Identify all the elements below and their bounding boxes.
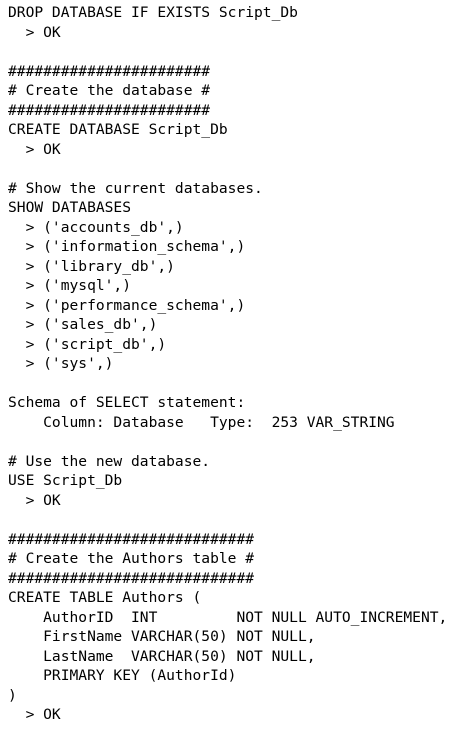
console-line: # Create the Authors table # xyxy=(8,550,255,567)
console-line: PRIMARY KEY (AuthorId) xyxy=(8,667,237,684)
console-line: CREATE TABLE Authors ( xyxy=(8,589,202,606)
console-line: > ('library_db',) xyxy=(8,257,175,275)
console-line: > ('accounts_db',) xyxy=(8,218,184,236)
console-line: ####################### xyxy=(8,62,211,80)
console-line: # Create the database # xyxy=(8,82,211,99)
console-line: > ('script_db',) xyxy=(8,335,167,353)
console-line: ####################### xyxy=(8,101,211,119)
console-line: ) xyxy=(8,686,17,704)
console-line xyxy=(8,510,476,530)
console-line: DROP DATABASE IF EXISTS Script_Db xyxy=(8,4,298,21)
console-line: LastName VARCHAR(50) NOT NULL, xyxy=(8,647,316,665)
console-line: > OK xyxy=(8,23,61,41)
console-line xyxy=(8,159,476,179)
console-line: AuthorID INT NOT NULL AUTO_INCREMENT, xyxy=(8,608,448,626)
console-line: # Use the new database. xyxy=(8,452,211,470)
console-line xyxy=(8,42,476,62)
console-line: ############################ xyxy=(8,569,255,587)
console-line: Schema of SELECT statement: xyxy=(8,394,246,411)
console-line: SHOW DATABASES xyxy=(8,199,132,216)
console-line: USE Script_Db xyxy=(8,472,123,489)
console-line: > OK xyxy=(8,491,61,509)
console-line: Column: Database Type: 253 VAR_STRING xyxy=(8,413,395,431)
console-line: > ('performance_schema',) xyxy=(8,296,246,314)
console-line: > ('sales_db',) xyxy=(8,316,158,333)
console-line: > ('sys',) xyxy=(8,355,114,372)
console-line xyxy=(8,432,476,452)
console-line: > OK xyxy=(8,140,61,158)
console-line: # Show the current databases. xyxy=(8,179,263,197)
console-line: > ('information_schema',) xyxy=(8,238,246,255)
console-line: > ('mysql',) xyxy=(8,277,132,294)
console-line: FirstName VARCHAR(50) NOT NULL, xyxy=(8,628,316,645)
console-line: > OK xyxy=(8,706,61,723)
console-line xyxy=(8,374,476,394)
console-line: ############################ xyxy=(8,530,255,548)
console-line: CREATE DATABASE Script_Db xyxy=(8,121,228,138)
